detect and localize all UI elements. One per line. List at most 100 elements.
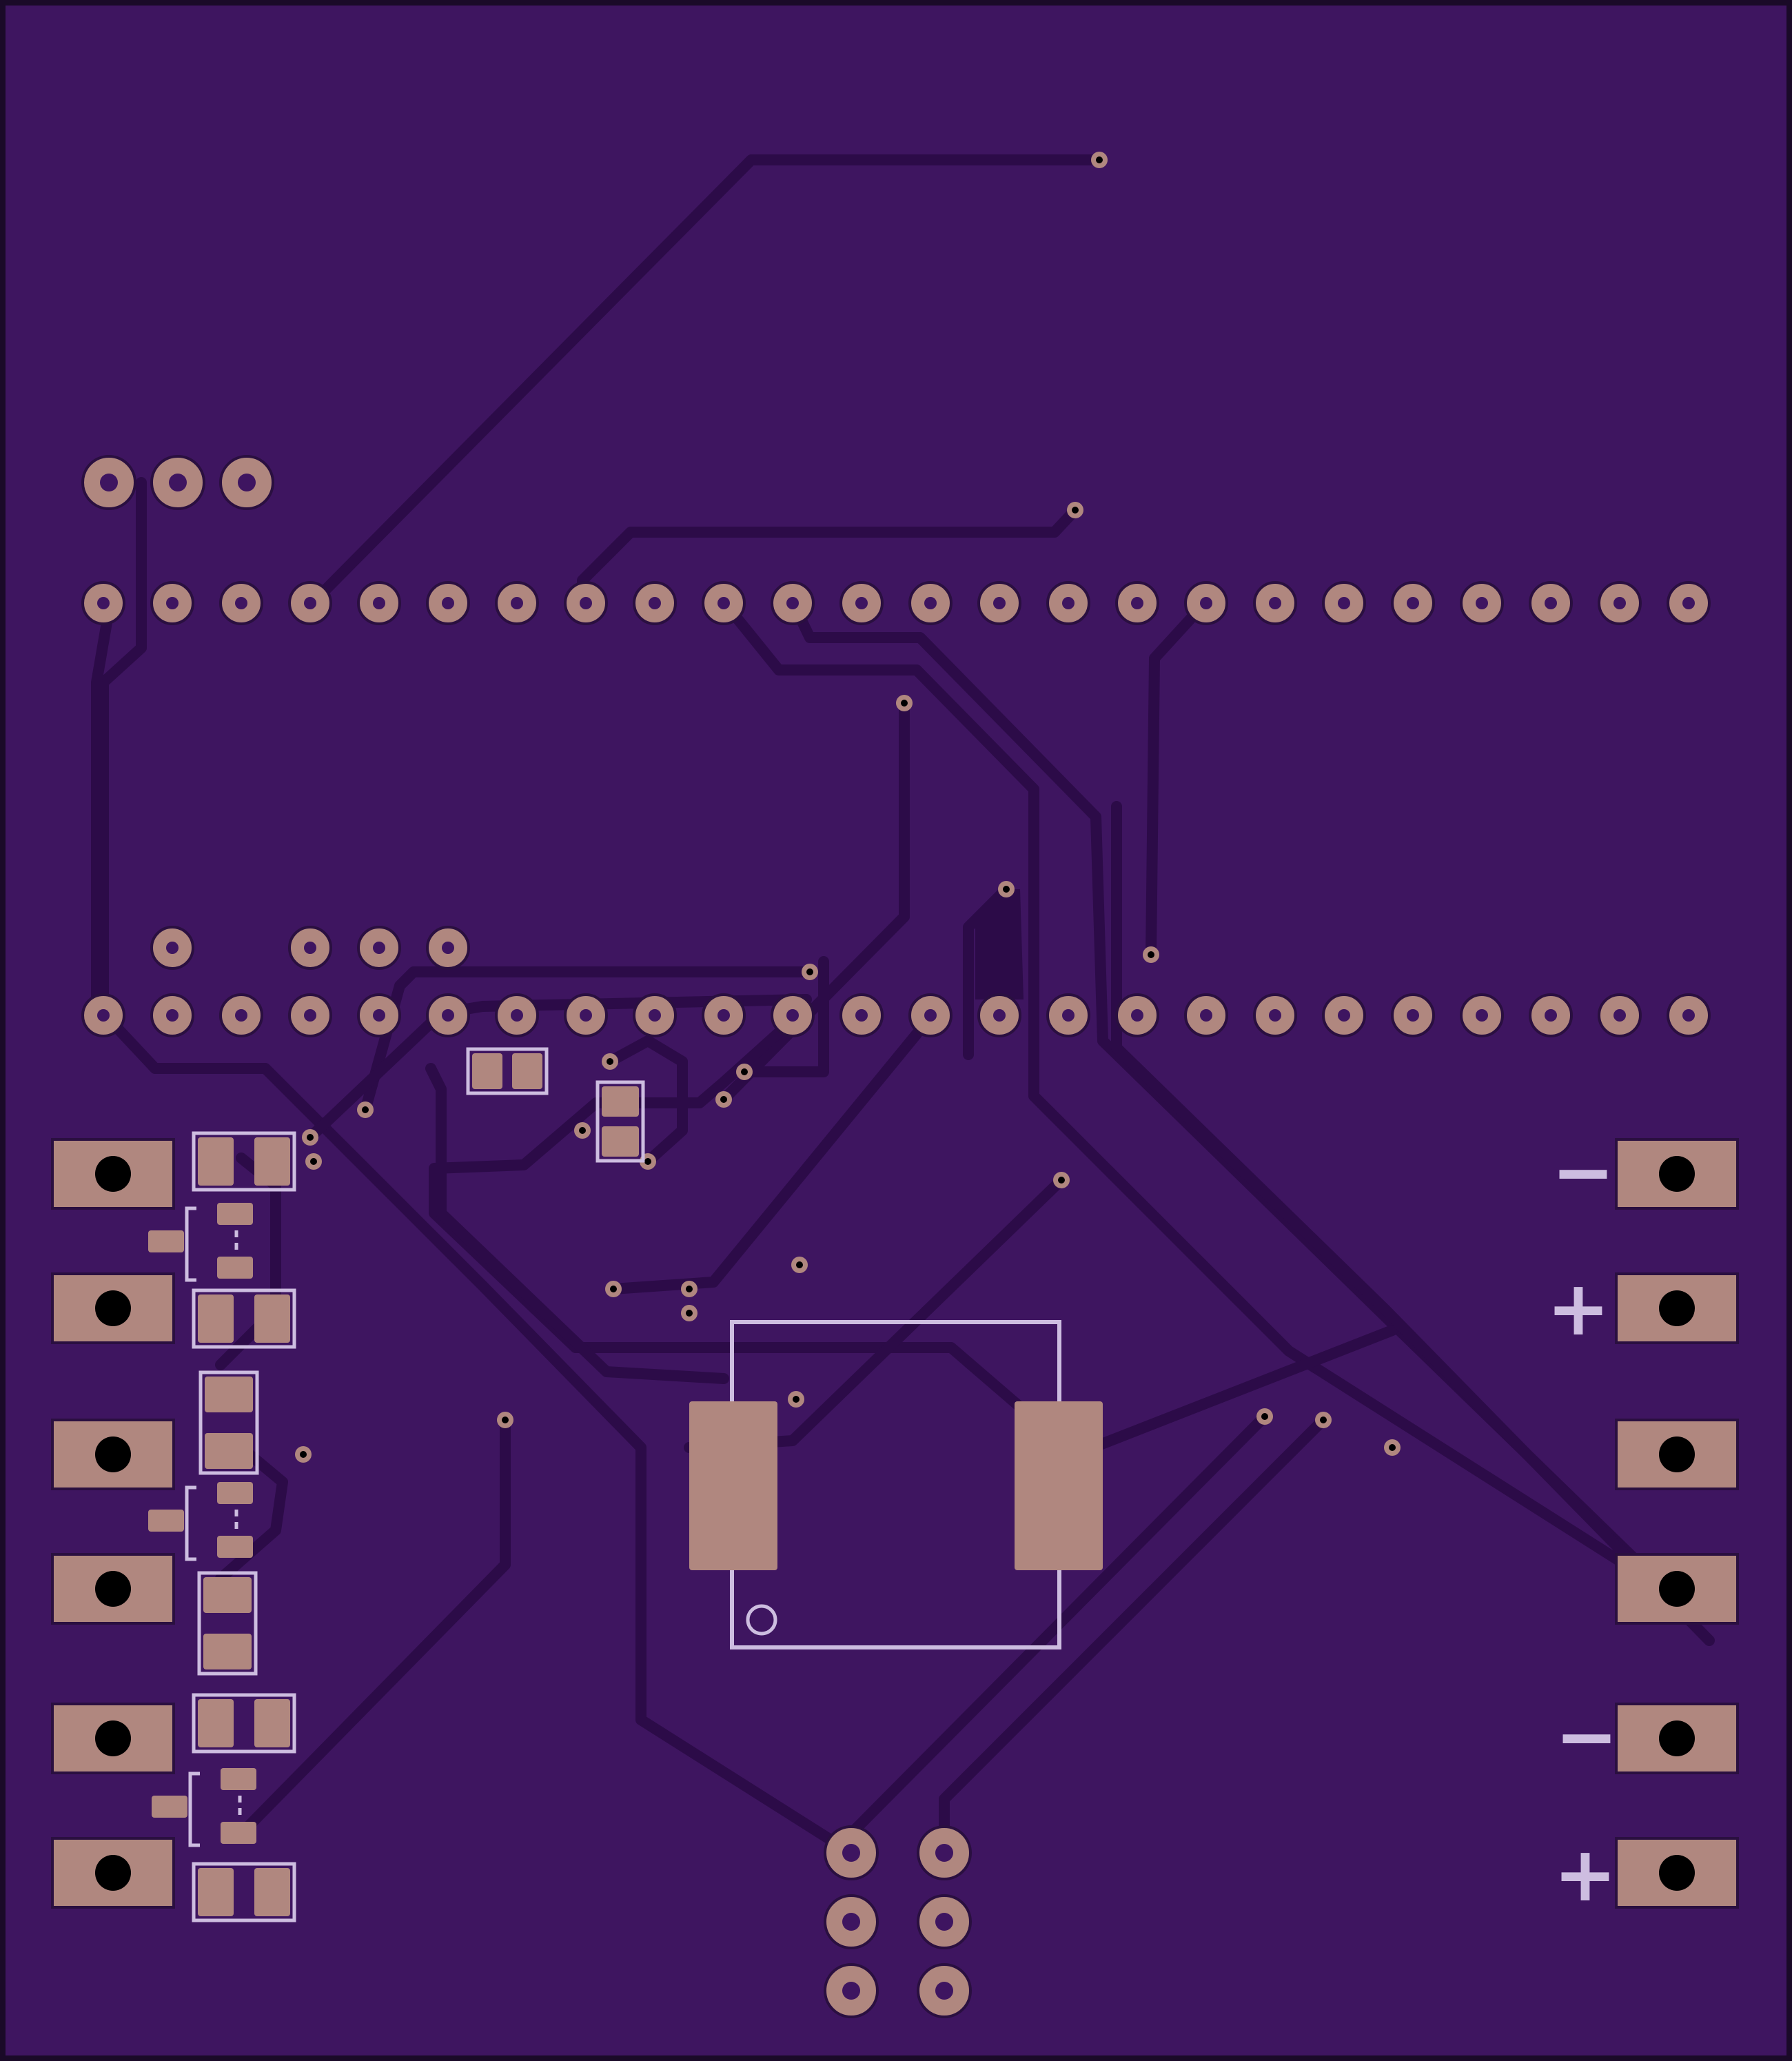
capacitor-pad	[602, 1126, 639, 1157]
silkscreen	[185, 1047, 1061, 1922]
header-pin-top	[1529, 581, 1573, 625]
pad-hole	[1545, 597, 1557, 609]
via-drill	[610, 1286, 617, 1292]
header-pin-top	[426, 581, 470, 625]
trace	[842, 1411, 1270, 1842]
pad-drill	[95, 1855, 131, 1891]
via-drill	[1072, 507, 1079, 514]
bottom-header-pin	[824, 1894, 879, 1949]
via-drill	[806, 968, 813, 975]
via-drill	[502, 1417, 509, 1423]
pads	[51, 455, 1739, 2018]
pad-hole	[1269, 1009, 1281, 1022]
pad-hole	[855, 1009, 868, 1022]
resistor-pad	[472, 1053, 502, 1089]
header-pin-bottom	[1253, 993, 1297, 1037]
header-pin-top	[1115, 581, 1159, 625]
pad-hole	[842, 1913, 860, 1931]
header-pin-top	[1391, 581, 1435, 625]
via-drill	[1261, 1413, 1268, 1420]
pad-hole	[373, 597, 385, 609]
header-pin-top	[564, 581, 608, 625]
pad-hole	[580, 1009, 592, 1022]
left-screw-terminal	[51, 1272, 175, 1344]
via-drill	[686, 1310, 693, 1317]
pad-hole	[1200, 1009, 1212, 1022]
pad-drill	[1659, 1156, 1695, 1192]
transistor-outline	[188, 1771, 200, 1847]
header-pin-bottom	[908, 993, 953, 1037]
pad-hole	[855, 597, 868, 609]
three-pin-header-pin	[81, 455, 136, 510]
resistor-pad	[254, 1699, 290, 1747]
trace	[608, 1028, 922, 1295]
transistor-pad	[217, 1203, 253, 1225]
pad-hole	[842, 1982, 860, 2000]
pad-hole	[924, 1009, 937, 1022]
transistor-pad	[221, 1822, 256, 1844]
bottom-header-pin	[917, 1894, 972, 1949]
pad-hole	[649, 597, 661, 609]
resistor-pad	[254, 1137, 290, 1186]
right-screw-terminal	[1615, 1553, 1739, 1625]
four-pin-header-pin	[357, 926, 401, 970]
header-pin-top	[219, 581, 263, 625]
header-pin-top	[977, 581, 1021, 625]
via-drill	[644, 1158, 651, 1165]
header-pin-bottom	[495, 993, 539, 1037]
via-drill	[901, 700, 908, 707]
header-pin-top	[1184, 581, 1228, 625]
pad-hole	[1407, 1009, 1419, 1022]
header-pin-bottom	[1046, 993, 1090, 1037]
via-drill	[300, 1451, 307, 1458]
pad-hole	[304, 942, 316, 954]
pad-hole	[1200, 597, 1212, 609]
pad-hole	[1407, 597, 1419, 609]
trace	[91, 597, 116, 1019]
pad-hole	[993, 597, 1006, 609]
pad-hole	[993, 1009, 1006, 1022]
capacitor-pad	[602, 1086, 639, 1117]
via-drill	[1058, 1177, 1065, 1184]
header-pin-bottom	[1184, 993, 1228, 1037]
pad-hole	[786, 1009, 799, 1022]
trace	[1146, 596, 1212, 960]
pad-drill	[95, 1436, 131, 1472]
pad-drill	[95, 1156, 131, 1192]
header-pin-top	[771, 581, 815, 625]
pad-drill	[1659, 1436, 1695, 1472]
transistor-pad	[152, 1796, 187, 1818]
pad-drill	[95, 1571, 131, 1607]
pad-hole	[304, 1009, 316, 1022]
pad-hole	[1338, 1009, 1350, 1022]
left-screw-terminal	[51, 1138, 175, 1210]
transistor-pad	[221, 1768, 256, 1790]
pad-hole	[238, 474, 256, 491]
header-pin-bottom	[1460, 993, 1504, 1037]
pad-hole	[717, 597, 730, 609]
right-screw-terminal	[1615, 1138, 1739, 1210]
header-pin-bottom	[1115, 993, 1159, 1037]
header-pin-bottom	[771, 993, 815, 1037]
pad-hole	[166, 942, 179, 954]
pad-drill	[95, 1720, 131, 1756]
pad-hole	[1131, 1009, 1143, 1022]
bottom-header-pin	[824, 1825, 879, 1880]
header-pin-top	[495, 581, 539, 625]
resistor-outline	[197, 1571, 258, 1676]
resistor-outline	[192, 1862, 296, 1922]
trace	[312, 154, 1105, 604]
header-pin-bottom	[1391, 993, 1435, 1037]
via-drill	[720, 1096, 727, 1103]
via-drill	[686, 1286, 693, 1292]
pad-hole	[166, 597, 179, 609]
minus-label: −	[1551, 1128, 1615, 1216]
pad-hole	[924, 597, 937, 609]
resistor-outline	[192, 1288, 296, 1349]
pad-hole	[442, 597, 454, 609]
pad-hole	[786, 597, 799, 609]
header-pin-top	[288, 581, 332, 625]
header-pin-top	[150, 581, 194, 625]
pad-drill	[1659, 1855, 1695, 1891]
